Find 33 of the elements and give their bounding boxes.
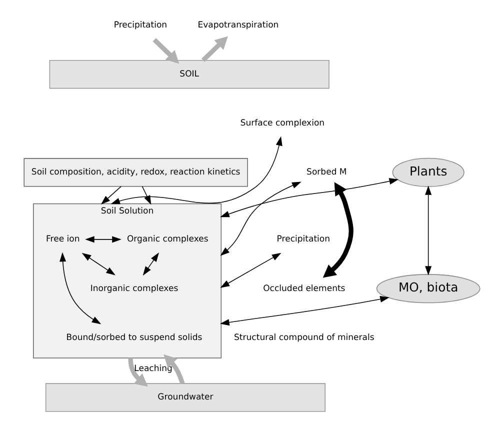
node-box: Soil composition, acidity, redox, reaction kinetics — [24, 158, 248, 187]
label: Structural compound of minerals — [234, 332, 374, 343]
node-text: Surface complexion — [240, 118, 325, 128]
arrow — [164, 354, 185, 384]
node-text: Inorganic complexes — [90, 284, 178, 294]
arrow — [85, 236, 122, 243]
node-text: Sorbed M — [306, 168, 347, 178]
arrow — [110, 136, 282, 204]
arrow — [220, 178, 399, 218]
arrow — [152, 38, 180, 64]
node-text: Evapotranspiration — [198, 20, 279, 31]
arrow — [322, 182, 354, 278]
node-text: Bound/sorbed to suspend solids — [66, 332, 202, 343]
arrow — [82, 252, 116, 276]
arrow — [220, 252, 282, 288]
arrow — [220, 296, 390, 326]
node-ellipse: Plants — [392, 158, 464, 187]
node-text: Occluded elements — [263, 284, 346, 294]
arrow — [220, 182, 302, 256]
node-box: SOIL — [49, 60, 330, 89]
node-text: Free ion — [46, 234, 80, 245]
node-box: Groundwater — [45, 383, 326, 412]
arrow — [425, 186, 432, 276]
arrow — [142, 252, 160, 276]
arrow — [60, 252, 102, 324]
node-text: Precipitation — [276, 234, 330, 245]
arrow — [128, 358, 148, 387]
node-text: Organic complexes — [126, 234, 208, 245]
arrow — [142, 186, 152, 205]
arrow — [201, 36, 228, 62]
node-text: Precipitation — [114, 20, 168, 31]
edge-label: Leaching — [134, 364, 172, 374]
arrow — [100, 186, 122, 205]
